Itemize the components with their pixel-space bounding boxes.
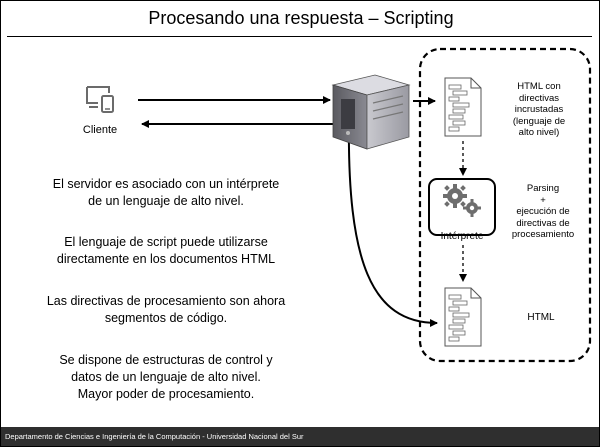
footer-bar: Departamento de Ciencias e Ingeniería de…	[1, 427, 599, 446]
server-tower-icon	[331, 74, 411, 150]
embedded-directives-line: HTML con	[517, 81, 561, 92]
processing-group-box	[418, 47, 592, 363]
paragraph-control-structures: Se dispone de estructuras de control y d…	[41, 352, 291, 403]
paragraph-script-language: El lenguaje de script puede utilizarse d…	[41, 234, 291, 268]
paragraph-line: directamente en los documentos HTML	[56, 252, 276, 266]
html-output-document-icon	[444, 287, 482, 347]
client-label: Cliente	[82, 124, 118, 136]
paragraph-line: segmentos de código.	[104, 311, 228, 325]
paragraph-line: de un lenguaje de alto nivel.	[88, 194, 244, 208]
server-to-html-curve	[347, 118, 438, 327]
processing-line: procesamiento	[511, 229, 575, 240]
paragraph-line: Mayor poder de procesamiento.	[77, 387, 255, 401]
embedded-directives-line: (lenguaje de	[512, 115, 566, 127]
embedded-directives-line: incrustadas	[514, 104, 564, 115]
processing-line: directivas de	[516, 217, 570, 229]
html-document-icon	[444, 77, 482, 137]
interpreter-box	[428, 178, 496, 236]
paragraph-line: El lenguaje de script puede utilizarse	[64, 235, 268, 249]
embedded-directives-line: directivas	[518, 92, 560, 104]
paragraph-line: El servidor es asociado con un intérpret…	[52, 177, 280, 191]
gears-icon	[443, 184, 481, 217]
paragraph-interpreter: El servidor es asociado con un intérpret…	[41, 176, 291, 210]
processing-label: Parsing + ejecución de directivas de pro…	[503, 183, 583, 241]
embedded-directives-label: HTML con directivas incrustadas (lenguaj…	[499, 81, 579, 139]
interpreter-label: Intérprete	[440, 231, 484, 242]
embedded-directives-line: alto nivel)	[518, 127, 560, 138]
processing-line: Parsing	[526, 183, 560, 194]
paragraph-directives: Las directivas de procesamiento son ahor…	[41, 293, 291, 327]
slide-title: Procesando una respuesta – Scripting	[148, 8, 454, 28]
paragraph-line: Las directivas de procesamiento son ahor…	[46, 294, 286, 308]
client-devices-icon	[86, 86, 114, 113]
title-divider	[7, 36, 592, 37]
paragraph-line: Se dispone de estructuras de control y	[59, 353, 273, 367]
paragraph-line: datos de un lenguaje de alto nivel.	[71, 370, 261, 384]
processing-line: ejecución de	[516, 206, 570, 217]
processing-line: +	[540, 194, 546, 206]
html-output-label: HTML	[527, 312, 555, 323]
